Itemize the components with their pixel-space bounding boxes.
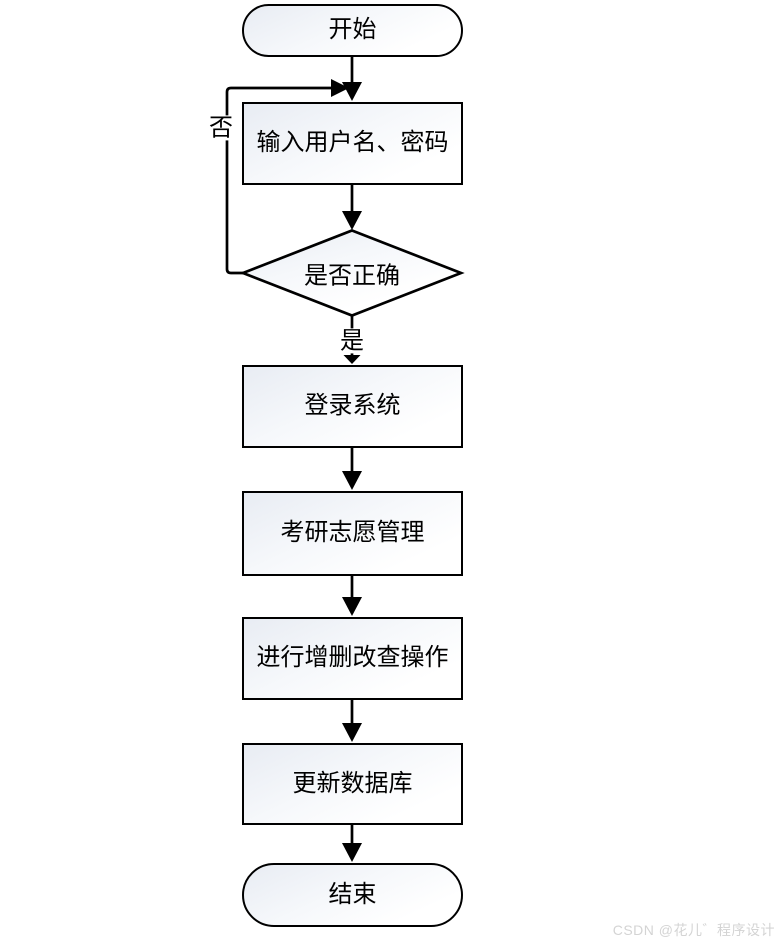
flow-node-login-system-label: 登录系统	[304, 392, 401, 420]
arrow-input-to-decision	[342, 185, 362, 230]
flow-node-update-database: 更新数据库	[242, 743, 463, 825]
arrow-manage-to-crud	[342, 576, 362, 616]
flow-node-input-credentials-label: 输入用户名、密码	[256, 129, 449, 157]
flow-node-application-management-label: 考研志愿管理	[280, 519, 425, 547]
arrow-update-to-end	[342, 825, 362, 862]
flow-node-application-management: 考研志愿管理	[242, 491, 463, 576]
flow-node-input-credentials: 输入用户名、密码	[242, 102, 463, 185]
flow-node-start: 开始	[242, 4, 463, 57]
arrow-login-to-manage	[342, 448, 362, 490]
flow-node-update-database-label: 更新数据库	[292, 769, 413, 797]
flow-node-start-label: 开始	[328, 16, 377, 44]
edge-label-no: 否	[208, 114, 234, 142]
edge-label-yes: 是	[339, 327, 365, 355]
arrow-start-to-input	[342, 57, 362, 101]
flow-node-end: 结束	[242, 863, 463, 927]
csdn-watermark: CSDN @花儿゛程序设计	[612, 922, 775, 938]
arrow-crud-to-update	[342, 700, 362, 742]
flow-node-decision-label: 是否正确	[304, 262, 400, 290]
flow-node-end-label: 结束	[328, 880, 377, 908]
flow-node-crud-operations: 进行增删改查操作	[242, 617, 463, 700]
flow-node-crud-operations-label: 进行增删改查操作	[256, 644, 449, 672]
flow-node-login-system: 登录系统	[242, 365, 463, 448]
